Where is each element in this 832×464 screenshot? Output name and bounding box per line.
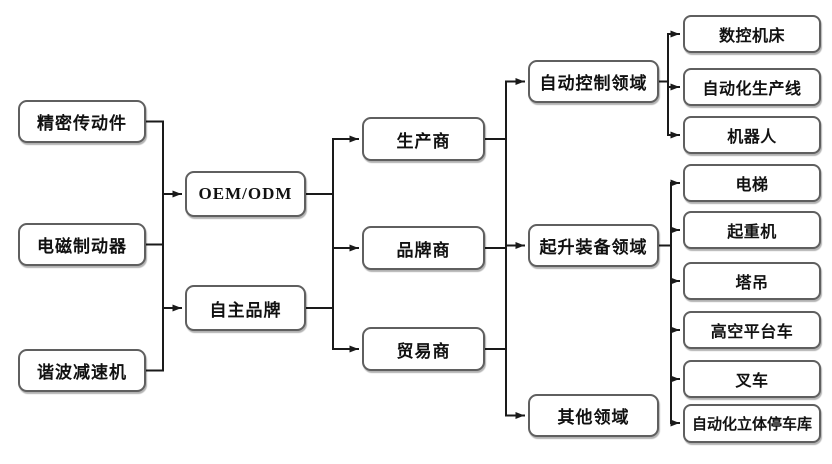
node-crane: 起重机 bbox=[683, 211, 821, 249]
node-other-fields: 其他领域 bbox=[528, 394, 659, 437]
node-oem-odm: OEM/ODM bbox=[185, 171, 306, 217]
node-automatic-control-field: 自动控制领域 bbox=[528, 60, 659, 103]
node-own-brand: 自主品牌 bbox=[185, 285, 306, 331]
node-robot: 机器人 bbox=[683, 116, 821, 154]
node-automated-multilevel-parking-garage: 自动化立体停车库 bbox=[683, 404, 821, 443]
node-tower-crane: 塔吊 bbox=[683, 262, 821, 300]
node-automated-production-line: 自动化生产线 bbox=[683, 68, 821, 106]
node-elevator: 电梯 bbox=[683, 164, 821, 202]
node-precision-transmission-parts: 精密传动件 bbox=[18, 100, 146, 143]
node-electromagnetic-brake: 电磁制动器 bbox=[18, 223, 146, 266]
node-cnc-machine-tool: 数控机床 bbox=[683, 15, 821, 53]
node-manufacturer: 生产商 bbox=[362, 117, 485, 161]
node-brand-owner: 品牌商 bbox=[362, 226, 485, 270]
node-lifting-equipment-field: 起升装备领域 bbox=[528, 224, 659, 267]
node-forklift: 叉车 bbox=[683, 360, 821, 398]
node-trader: 贸易商 bbox=[362, 327, 485, 371]
node-aerial-work-platform-truck: 高空平台车 bbox=[683, 311, 821, 349]
node-harmonic-reducer: 谐波减速机 bbox=[18, 349, 146, 392]
